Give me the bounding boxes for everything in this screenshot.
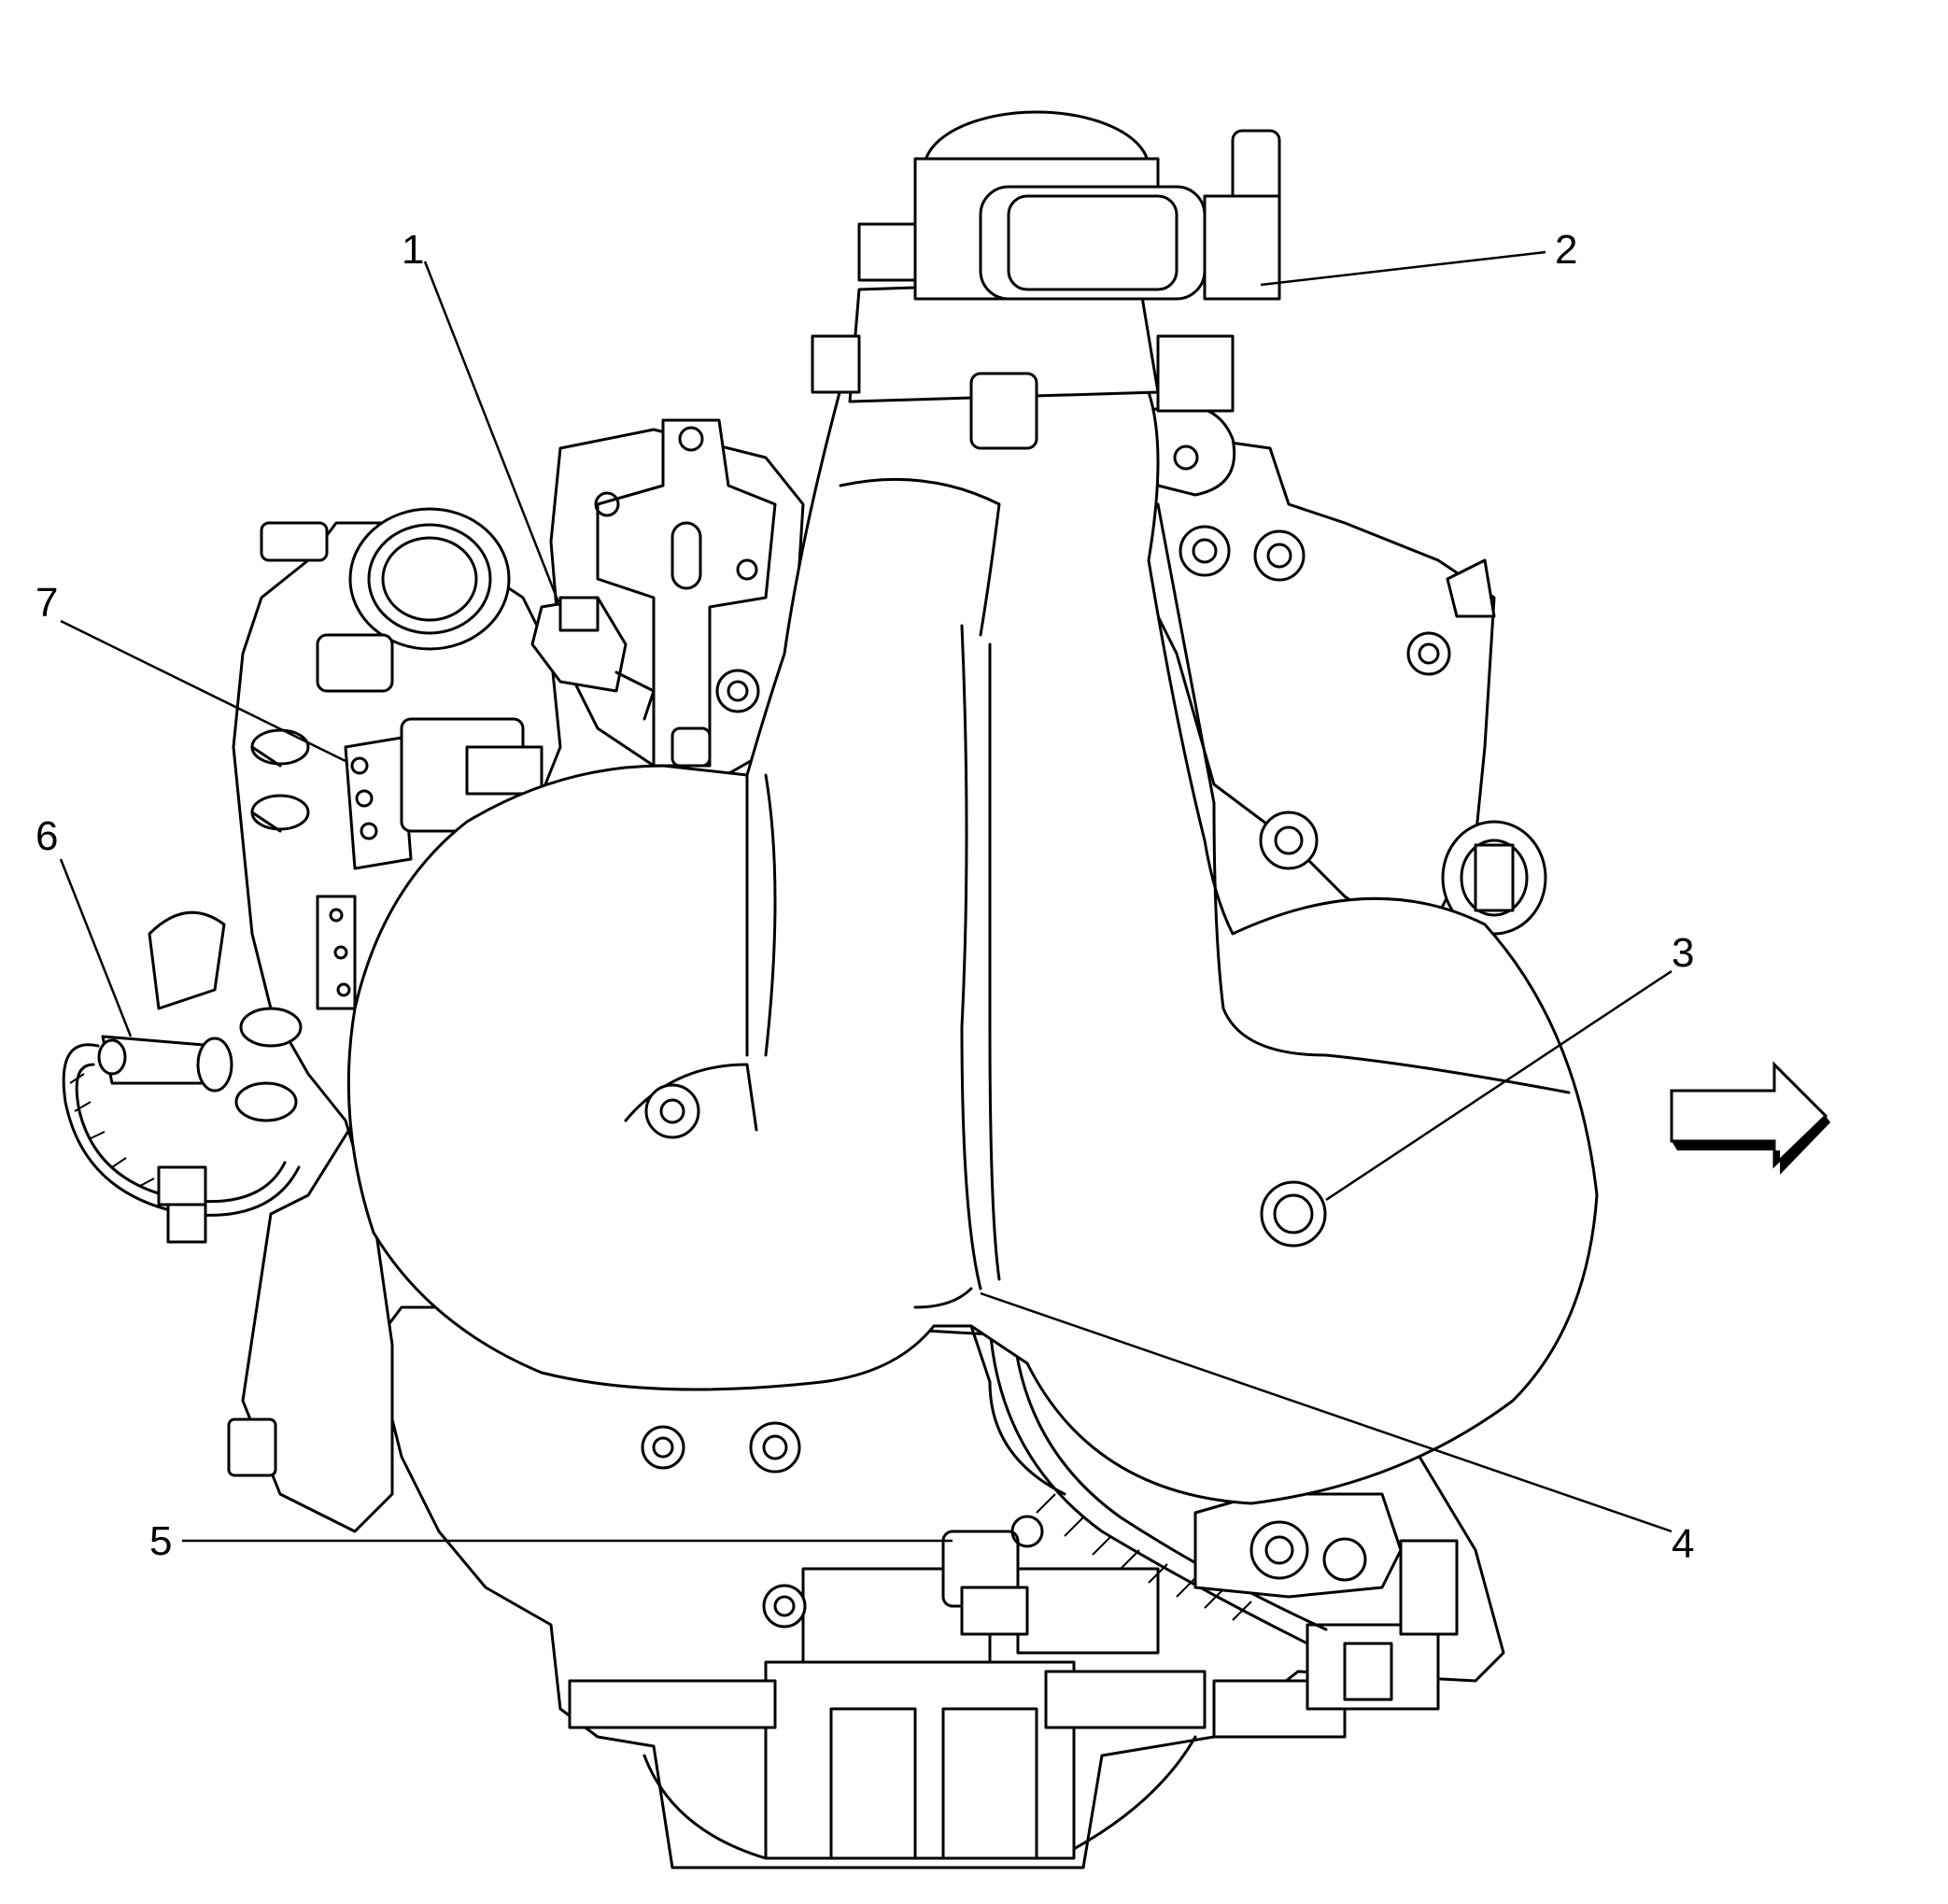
throttle-body-2 — [811, 110, 1281, 450]
sensor-6 — [62, 1035, 301, 1244]
engine-upper-left-center — [530, 418, 805, 786]
callout-1: 1 — [402, 227, 424, 273]
leader-3 — [1325, 969, 1673, 1202]
sensor-1 — [530, 596, 656, 721]
leader-6 — [59, 858, 133, 1037]
callout-4: 4 — [1672, 1521, 1694, 1567]
oil-filler-cap — [1441, 820, 1547, 936]
leader-4 — [980, 1291, 1673, 1533]
engine-left-side — [62, 507, 562, 1533]
callout-2: 2 — [1555, 227, 1577, 273]
leader-lines — [59, 250, 1673, 1543]
leader-1 — [423, 261, 560, 603]
throttle-tube — [348, 507, 511, 651]
lower-right-bracket — [1193, 1492, 1403, 1599]
intake-manifold — [346, 328, 1599, 1505]
sensor-5 — [941, 1515, 1044, 1636]
right-arrow-icon — [1670, 1061, 1830, 1175]
leader-2 — [1260, 250, 1546, 287]
callout-6: 6 — [35, 813, 58, 859]
callout-3: 3 — [1672, 930, 1694, 976]
callout-7: 7 — [35, 580, 58, 626]
manifold-bolt-left — [644, 1083, 700, 1139]
engine-upper-right — [1128, 403, 1547, 936]
leader-7 — [60, 619, 346, 763]
callout-5: 5 — [149, 1518, 172, 1564]
coolant-pipes — [234, 728, 310, 1122]
manifold-bolt-3 — [1260, 1180, 1327, 1248]
callout-labels: 1 2 3 4 5 6 7 — [35, 227, 1694, 1567]
bracket-7 — [344, 736, 413, 870]
